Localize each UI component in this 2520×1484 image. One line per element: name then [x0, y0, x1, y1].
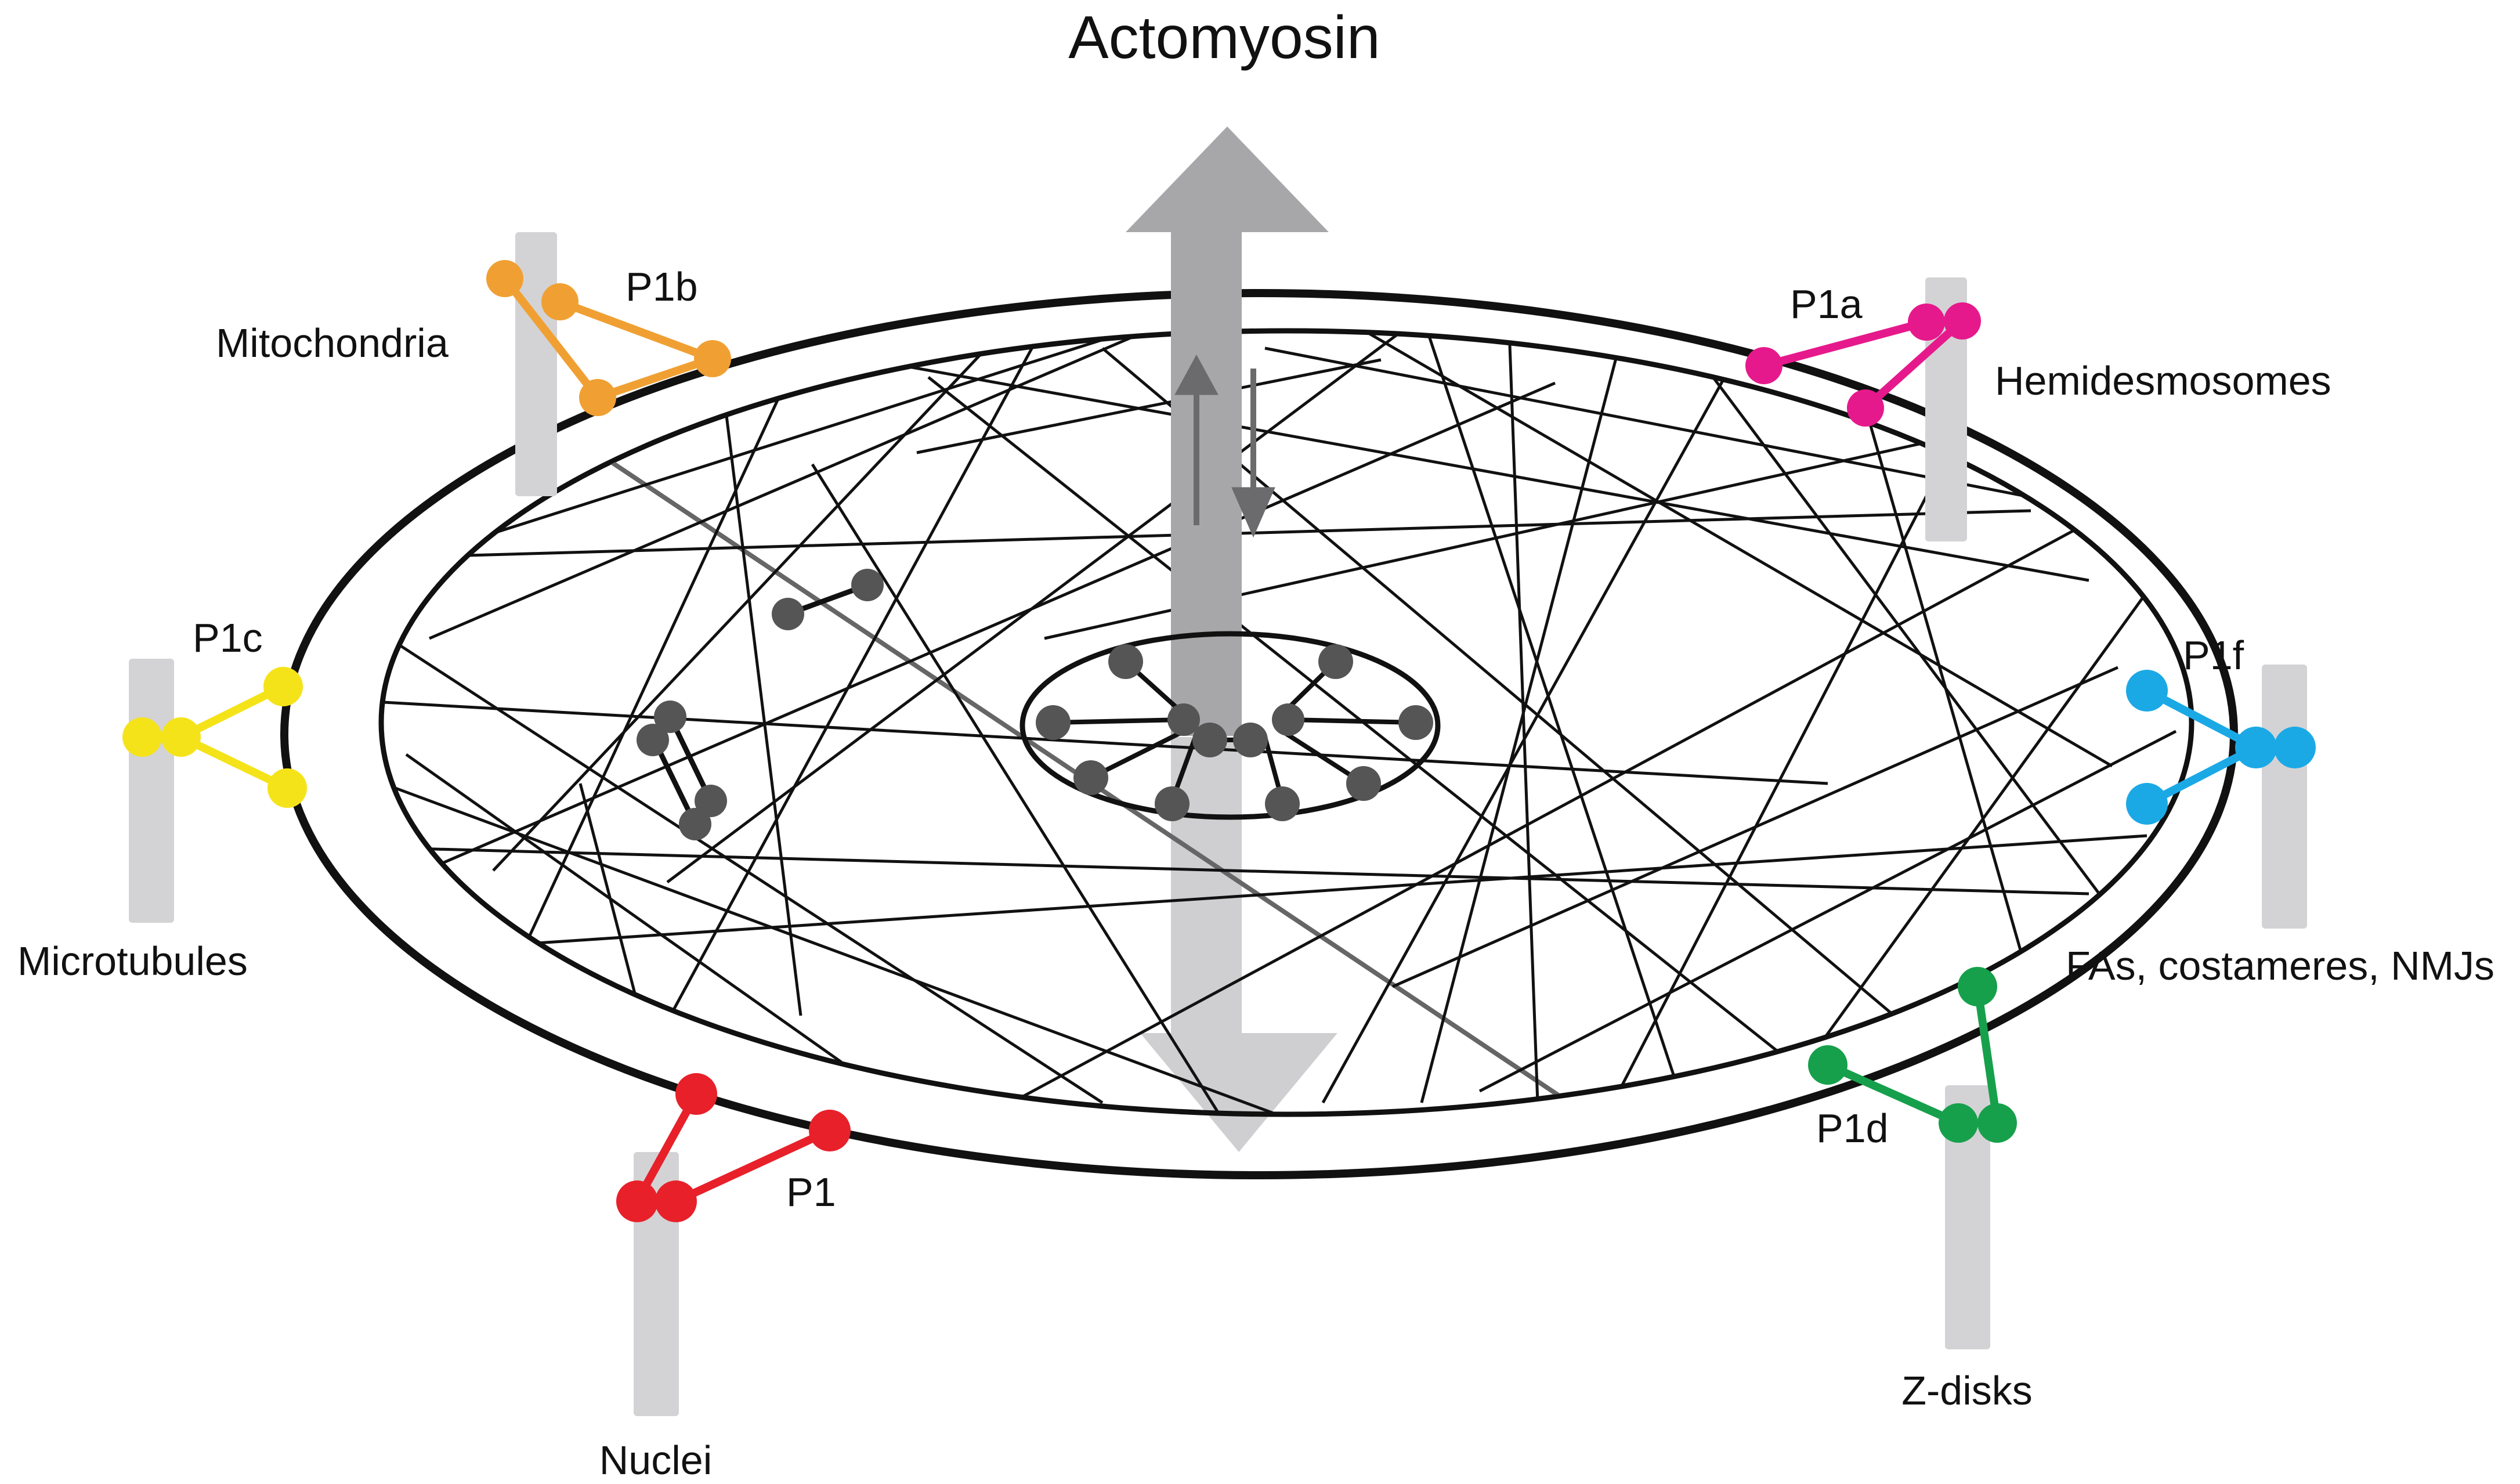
filament-line: [1333, 333, 2113, 768]
filament-line: [1420, 333, 1626, 1103]
p1a-linker: [1745, 277, 1981, 541]
diagram-title: Actomyosin: [1068, 4, 1380, 71]
label-zdisks: Z-disks: [1901, 1368, 2033, 1413]
actomyosin-arrow-lower: [1140, 737, 1337, 1152]
label-hemidesmosomes: Hemidesmosomes: [1995, 358, 2331, 403]
label-fas-costameres-nmjs: FAs, costameres, NMJs: [2066, 943, 2494, 988]
filament-line: [384, 625, 1104, 1104]
filament-line: [1478, 730, 2177, 1093]
p1c-linker: [122, 659, 307, 923]
filament-line: [916, 358, 1382, 454]
filament-line: [520, 333, 814, 953]
filament-line: [1797, 591, 2149, 1075]
filament-line: [384, 846, 2089, 896]
label-microtubules: Microtubules: [17, 938, 248, 984]
p1-linker: [616, 1073, 851, 1416]
filament-line: [666, 333, 1046, 1023]
central-hub: [1019, 631, 1441, 821]
filament-line: [384, 381, 1556, 896]
filament-line: [956, 521, 2090, 1112]
filament-line: [1611, 405, 1975, 1104]
filament-line: [724, 406, 802, 1016]
free-dumbbells: [637, 569, 884, 840]
label-p1b: P1b: [626, 264, 698, 309]
filament-line: [384, 782, 1277, 1112]
label-p1c: P1c: [193, 615, 263, 660]
p1f-linker: [2126, 665, 2316, 929]
label-nuclei: Nuclei: [599, 1438, 713, 1483]
filament-line: [811, 463, 1232, 1112]
p1b-linker: [486, 232, 731, 496]
filament-line: [870, 358, 2089, 582]
filament-line: [492, 347, 988, 872]
filament-line: [1507, 333, 1539, 1103]
filament-line: [417, 333, 1149, 559]
label-p1f: P1f: [2183, 633, 2244, 678]
filament-line: [405, 753, 843, 1064]
actomyosin-arrow-upper: [1126, 127, 1329, 736]
filament-line: [1391, 666, 2119, 988]
filament-line: [579, 783, 657, 1074]
filament-line: [474, 369, 1597, 1112]
label-p1: P1: [786, 1169, 836, 1215]
filament-line: [1321, 347, 1742, 1104]
up-down-arrows-icon: [1174, 354, 1275, 538]
label-p1a: P1a: [1790, 281, 1863, 327]
filament-line: [429, 333, 1161, 640]
filament-line: [406, 834, 2147, 954]
filament-line: [927, 376, 1829, 1092]
filament-line: [666, 333, 1411, 883]
filament-line: [384, 701, 1828, 785]
filament-line: [1681, 335, 2149, 959]
label-mitochondria: Mitochondria: [216, 320, 449, 366]
p1d-linker: [1808, 967, 2017, 1349]
label-p1d: P1d: [1816, 1106, 1889, 1151]
filament-line: [1855, 377, 2033, 987]
filament-line: [1420, 333, 1684, 1103]
